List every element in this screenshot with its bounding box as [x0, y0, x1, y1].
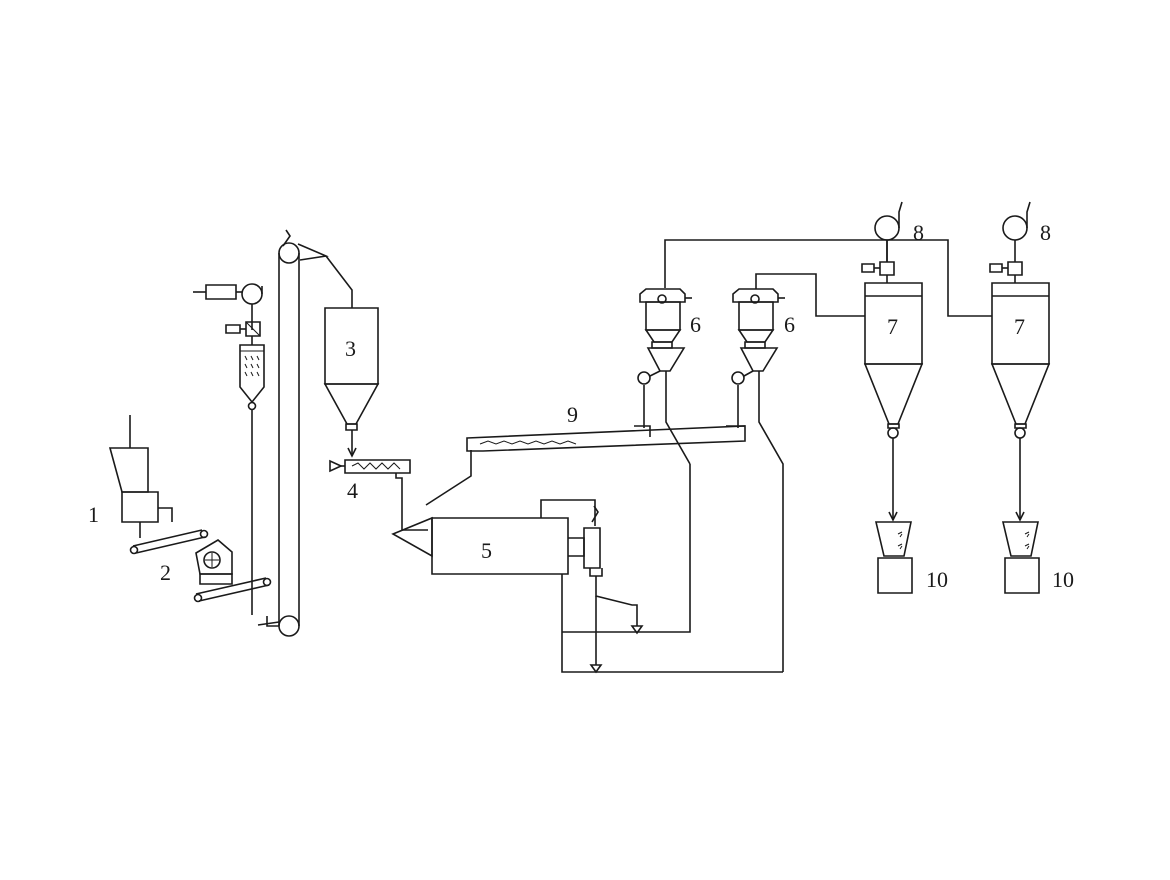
label-cyclone-a: 6	[690, 312, 701, 337]
label-mill: 2	[160, 560, 171, 585]
label-cyclone-b: 6	[784, 312, 795, 337]
label-kiln: 5	[481, 538, 492, 563]
bin-unit-b	[1001, 521, 1040, 594]
screw-feeder-unit	[329, 459, 411, 530]
label-crusher: 1	[88, 502, 99, 527]
header-pipe	[664, 239, 992, 317]
mill-unit	[195, 539, 233, 585]
bucket-elevator	[257, 229, 353, 637]
label-bag-filter-b: 7	[1014, 314, 1025, 339]
label-screw-feeder: 4	[347, 478, 358, 503]
label-fan-a: 8	[913, 220, 924, 245]
belt-conveyor-2	[193, 577, 272, 603]
fan-unit-a	[861, 201, 903, 283]
label-hopper: 3	[345, 336, 356, 361]
belt-conveyor-1	[129, 529, 209, 555]
fuel-lines	[561, 464, 783, 674]
crusher-unit	[108, 415, 173, 538]
cyclone-unit-a	[637, 252, 692, 465]
label-bag-filter-a: 7	[887, 314, 898, 339]
kiln-unit	[391, 450, 603, 577]
fan-unit-b	[989, 201, 1031, 283]
small-dust-collector	[193, 283, 265, 615]
label-fan-b: 8	[1040, 220, 1051, 245]
cyclone-unit-b	[731, 273, 865, 672]
label-bin-a: 10	[926, 567, 948, 592]
hopper-unit	[323, 307, 380, 458]
bag-filter-unit-a	[863, 282, 924, 522]
label-conveyor: 9	[567, 402, 578, 427]
label-bin-b: 10	[1052, 567, 1074, 592]
bag-filter-unit-b	[990, 282, 1051, 522]
screw-conveyor	[466, 385, 746, 452]
bin-unit-a	[874, 521, 913, 594]
